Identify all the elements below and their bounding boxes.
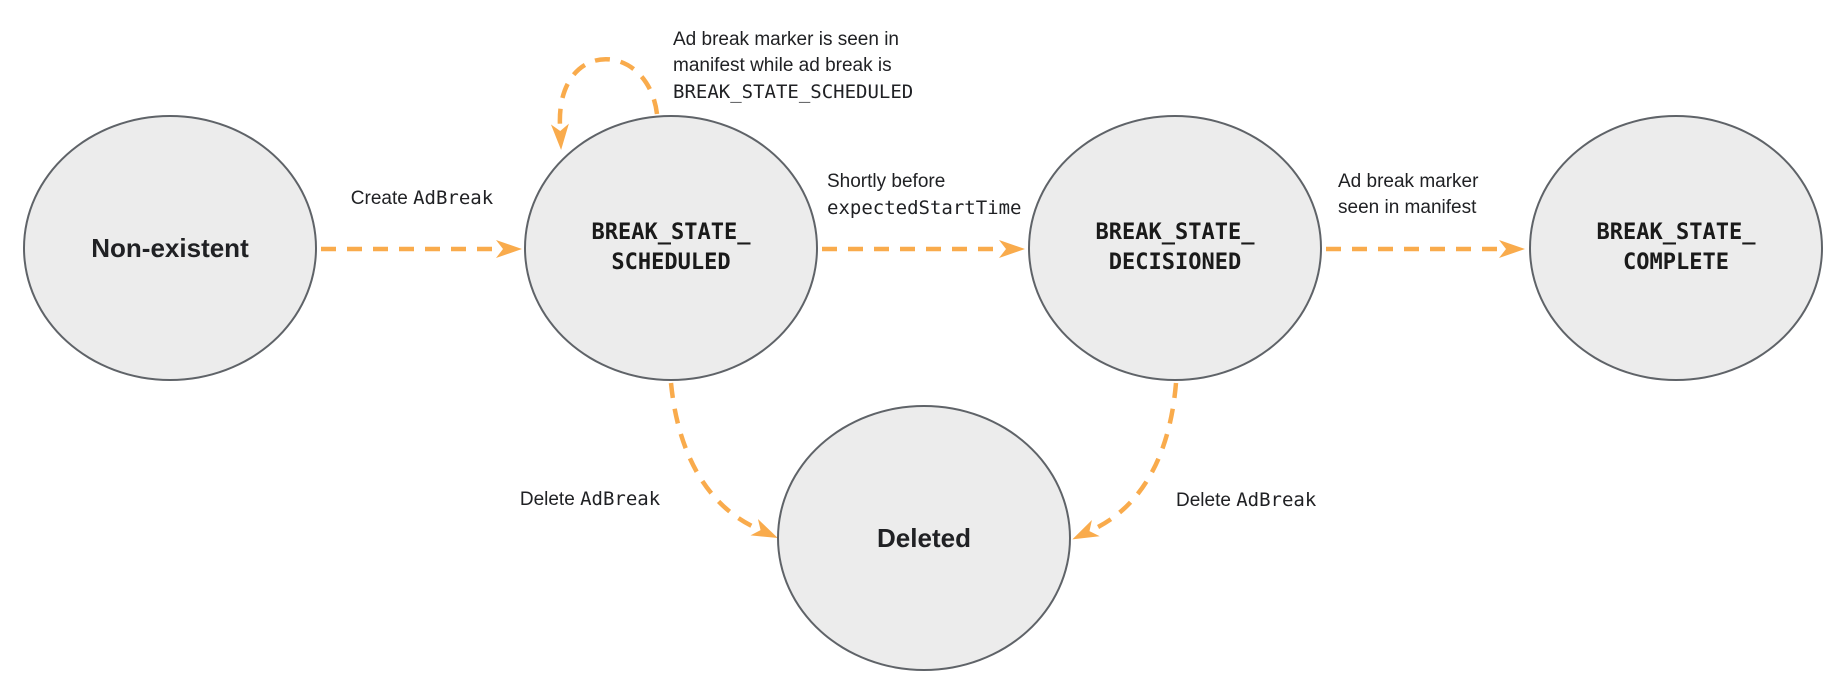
- state-label-break-state-scheduled: BREAK_STATE_ SCHEDULED: [591, 220, 751, 275]
- state-node-non-existent: Non-existent: [23, 115, 317, 381]
- edge-label-delete-adbreak-left: Delete AdBreak: [490, 486, 690, 513]
- edge-label-code: AdBreak: [580, 488, 661, 510]
- state-label-non-existent: Non-existent: [91, 232, 249, 263]
- edge-label-delete-adbreak-right: Delete AdBreak: [1176, 487, 1316, 514]
- edge-label-text: Delete: [519, 489, 581, 510]
- edge-label-line2: manifest while ad break is: [673, 55, 892, 76]
- edge-label-code: AdBreak: [413, 187, 494, 209]
- state-node-deleted: Deleted: [777, 405, 1071, 671]
- edge-label-marker-seen: Ad break marker seen in manifest: [1338, 169, 1478, 221]
- edge-label-line1: Ad break marker is seen in: [673, 29, 899, 50]
- edge-label-text: Create: [350, 188, 414, 209]
- state-label-break-state-decisioned: BREAK_STATE_ DECISIONED: [1095, 220, 1255, 275]
- edge-label-code: BREAK_STATE_SCHEDULED: [673, 81, 914, 103]
- state-node-break-state-decisioned: BREAK_STATE_ DECISIONED: [1028, 115, 1322, 381]
- state-node-break-state-complete: BREAK_STATE_ COMPLETE: [1529, 115, 1823, 381]
- transition-delete-from-scheduled-arrow: [668, 382, 778, 539]
- edge-label-self-loop: Ad break marker is seen in manifest whil…: [673, 27, 913, 105]
- edge-label-code: AdBreak: [1236, 489, 1317, 511]
- edge-label-line1: Shortly before: [827, 171, 946, 192]
- edge-label-create-adbreak: Create AdBreak: [322, 185, 522, 212]
- transition-self-loop-arrow: [550, 57, 660, 150]
- state-label-break-state-complete: BREAK_STATE_ COMPLETE: [1596, 220, 1756, 275]
- state-label-deleted: Deleted: [877, 522, 971, 553]
- transition-delete-from-decisioned-arrow: [1072, 382, 1179, 540]
- edge-label-line1: Ad break marker: [1338, 171, 1479, 192]
- edge-label-line2: seen in manifest: [1338, 197, 1477, 218]
- edge-label-text: Delete: [1176, 490, 1237, 511]
- edge-label-code: expectedStartTime: [827, 197, 1022, 219]
- state-node-break-state-scheduled: BREAK_STATE_ SCHEDULED: [524, 115, 818, 381]
- edge-label-shortly-before: Shortly before expectedStartTime: [827, 169, 1021, 221]
